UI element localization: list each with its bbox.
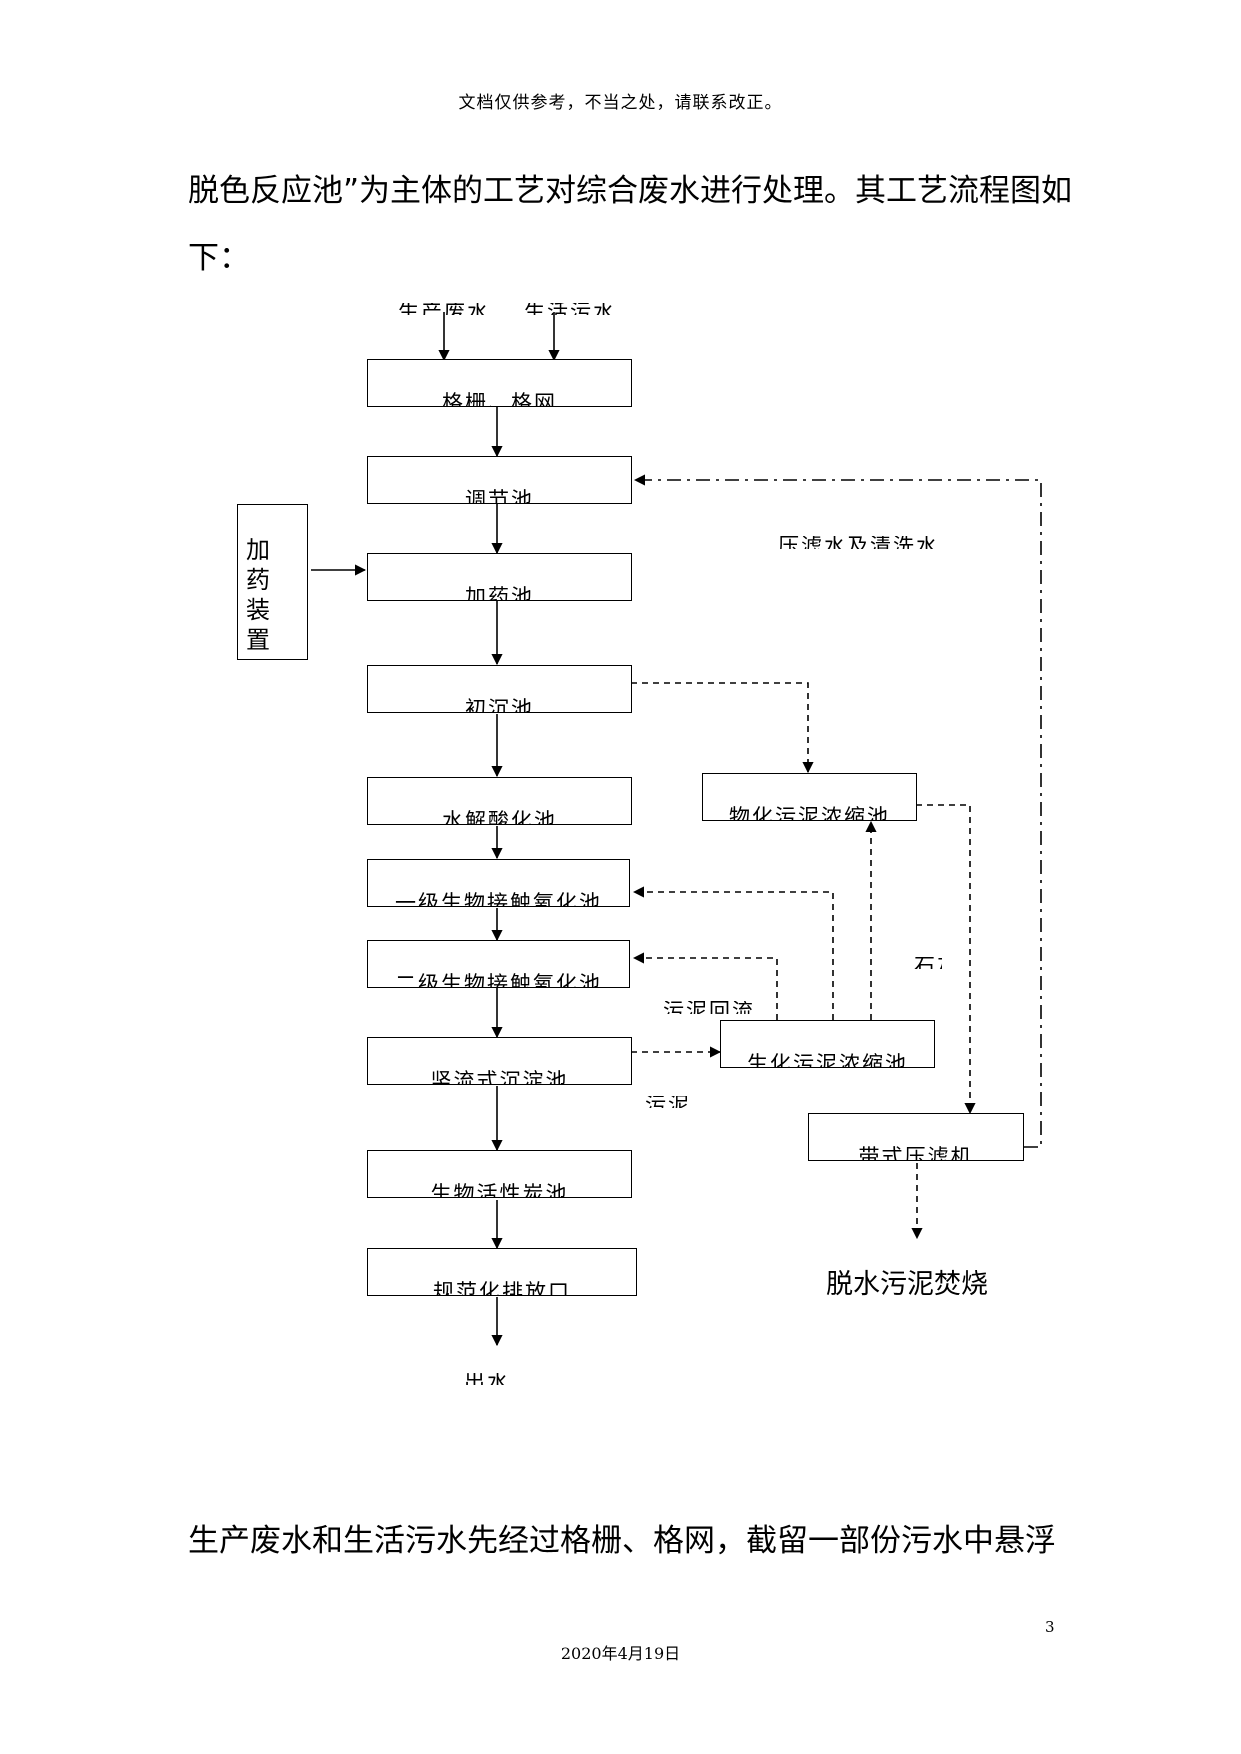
filtrate-wash-water-label: 压滤水及清洗水 — [778, 536, 939, 549]
dosing-device-box: 加药装置 — [237, 504, 308, 660]
effluent-label: 出水 — [464, 1373, 510, 1385]
header-note: 文档仅供参考，不当之处，请联系改正。 — [458, 93, 783, 113]
sludge-incineration-label: 脱水污泥焚烧 — [826, 1269, 988, 1300]
step-discharge-outlet-box: 规范化排放口 — [367, 1248, 637, 1296]
input-production-wastewater: 生产废水 — [398, 303, 490, 315]
step-contact-oxidation-1-box: 一级生物接触氧化池 — [367, 859, 630, 907]
physchem-sludge-tank-box: 物化污泥浓缩池 — [702, 773, 917, 821]
step-equalization-tank-box: 调节池 — [367, 456, 632, 504]
step-primary-clarifier-box: 初沉池 — [367, 665, 632, 713]
step-screen-grid-box: 格栅、格网 — [367, 359, 632, 407]
step-vertical-settling-box: 竖流式沉淀池 — [367, 1037, 632, 1085]
footer-date: 2020年4月19日 — [560, 1644, 681, 1663]
body-paragraph-2: 下： — [188, 240, 250, 276]
bio-sludge-tank-box: 生化污泥浓缩池 — [720, 1020, 935, 1068]
belt-filter-press-box: 带式压滤机 — [808, 1113, 1024, 1161]
step-contact-oxidation-2-box: 二级生物接触氧化池 — [367, 940, 630, 988]
lime-label: 石灰 — [914, 956, 942, 969]
step-dosing-tank-box: 加药池 — [367, 553, 632, 601]
step-hydrolysis-acidification-box: 水解酸化池 — [367, 777, 632, 825]
input-domestic-sewage: 生活污水 — [524, 303, 616, 315]
step-bio-activated-carbon-box: 生物活性炭池 — [367, 1150, 632, 1198]
sludge-return-label: 污泥回流 — [663, 1001, 755, 1014]
sludge-label: 污泥 — [645, 1096, 691, 1108]
body-paragraph-3: 生产废水和生活污水先经过格栅、格网，截留一部份污水中悬浮 — [188, 1523, 1056, 1559]
body-paragraph-1: 脱色反应池”为主体的工艺对综合废水进行处理。其工艺流程图如 — [188, 173, 1073, 209]
page-number: 3 — [1045, 1618, 1055, 1636]
